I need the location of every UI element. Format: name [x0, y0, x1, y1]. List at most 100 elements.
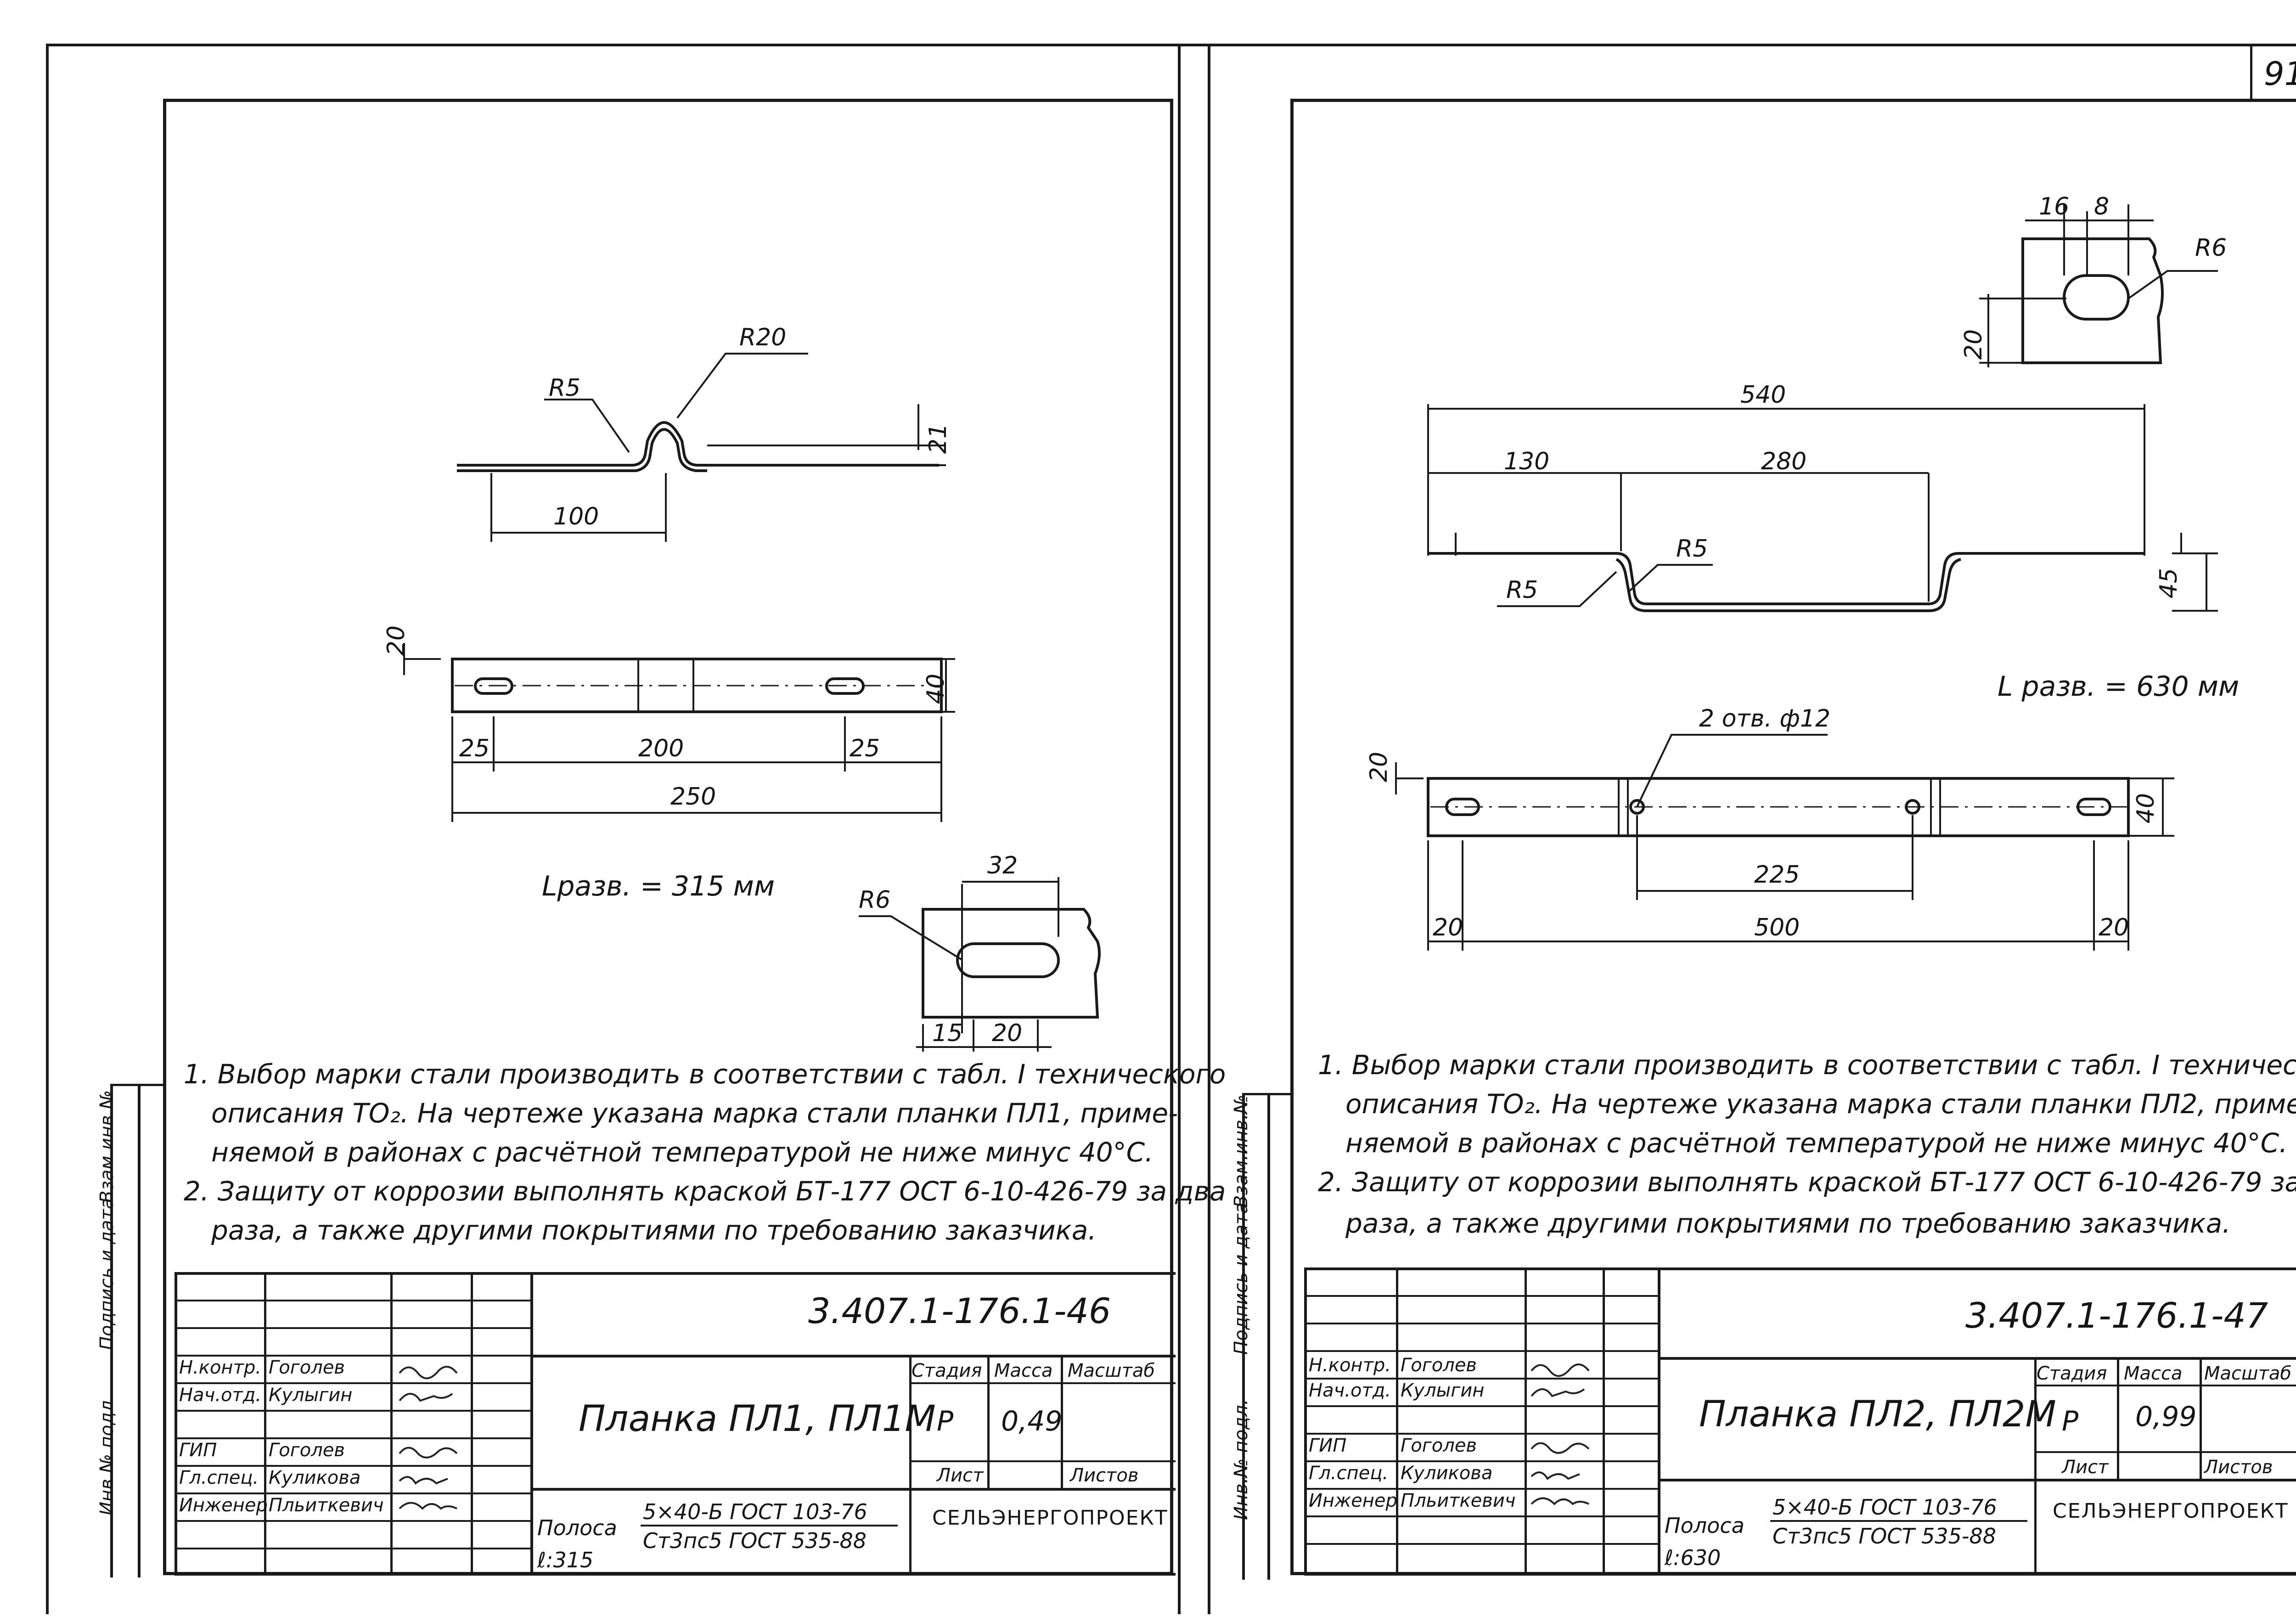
- page-number-box-left: [2250, 46, 2252, 101]
- right-material-len: ℓ:630: [1665, 1545, 1721, 1570]
- left-slot-1: [474, 677, 513, 695]
- left-note-line-3: няемой в районах с расчётной температуро…: [211, 1137, 1154, 1168]
- right-side-stamp-line: [1242, 1093, 1245, 1580]
- right-dim-130: 130: [1504, 448, 1550, 475]
- left-side-stamp-line-2: [138, 1084, 141, 1577]
- left-slot-detail: [922, 908, 1101, 1019]
- right-hole-1: [1629, 799, 1645, 815]
- left-header-sheets: Листов: [1070, 1465, 1139, 1486]
- left-organization: СЕЛЬЭНЕРГОПРОЕКТ: [932, 1506, 1168, 1530]
- left-signer-role-4: Гл.спец.: [179, 1467, 259, 1488]
- left-dim-32: 32: [987, 852, 1018, 879]
- left-material-len: ℓ:315: [537, 1548, 594, 1572]
- right-signer-name-3: Гоголев: [1401, 1435, 1477, 1456]
- right-dim-8: 8: [2094, 193, 2110, 220]
- right-dim-16: 16: [2039, 193, 2070, 220]
- right-dim-20c: 20: [1433, 914, 1463, 941]
- left-slot-2: [825, 677, 865, 695]
- right-side-stamp-line-2: [1267, 1093, 1270, 1580]
- right-signer-role-5: Инженер: [1309, 1490, 1397, 1511]
- right-profile-strip-2: [1615, 558, 1961, 612]
- right-dim-225: 225: [1754, 861, 1800, 889]
- left-note-line-5: раза, а также другими покрытиями по треб…: [211, 1215, 1097, 1246]
- right-hole-2: [1905, 799, 1920, 815]
- right-drawing-title: Планка ПЛ2, ПЛ2М: [1699, 1394, 2056, 1435]
- right-note-line-1: 1. Выбор марки стали производить в соотв…: [1318, 1049, 2296, 1081]
- left-signer-role-5: Инженер: [179, 1495, 268, 1516]
- right-header-stage: Стадия: [2037, 1363, 2107, 1384]
- left-dim-200: 200: [638, 735, 684, 762]
- sheet-top-border: [46, 44, 2296, 46]
- left-note-line-4: 2. Защиту от коррозии выполнять краской …: [184, 1176, 1226, 1207]
- right-dim-20d: 20: [2099, 914, 2129, 941]
- right-note-line-4: 2. Защиту от коррозии выполнять краской …: [1318, 1166, 2296, 1198]
- right-note-line-3: няемой в районах с расчётной температуро…: [1345, 1127, 2288, 1159]
- right-signer-name-1: Гоголев: [1401, 1355, 1477, 1376]
- right-slot-detail: [2021, 237, 2164, 364]
- right-signer-role-2: Нач.отд.: [1309, 1380, 1391, 1401]
- left-material-top: 5×40-Б ГОСТ 103-76: [643, 1499, 867, 1524]
- left-header-stage: Стадия: [912, 1360, 982, 1381]
- right-header-scale: Масштаб: [2204, 1363, 2292, 1384]
- left-dim-r6: R6: [859, 886, 891, 914]
- right-header-mass: Масса: [2124, 1363, 2183, 1384]
- right-material-fraction: [1770, 1520, 2027, 1522]
- right-slot-2: [2077, 798, 2111, 816]
- left-value-mass: 0,49: [1001, 1405, 1063, 1437]
- right-note-line-5: раза, а также другими покрытиями по треб…: [1345, 1208, 2231, 1239]
- left-profile-strip-2: [457, 428, 707, 472]
- left-header-sheet: Лист: [937, 1465, 984, 1486]
- left-side-stamp-top: [110, 1084, 165, 1086]
- left-signer-name-4: Куликова: [269, 1467, 361, 1488]
- page-number: 91: [2264, 55, 2296, 93]
- left-signer-role-3: ГИП: [179, 1440, 217, 1461]
- left-header-mass: Масса: [994, 1360, 1053, 1381]
- right-material-label: Полоса: [1665, 1513, 1745, 1538]
- sheet-center-divider-left: [1178, 44, 1181, 1614]
- left-dim-20b: 20: [992, 1019, 1023, 1047]
- left-dim-250: 250: [670, 783, 716, 811]
- right-dim-280: 280: [1761, 448, 1807, 475]
- left-drawing-title: Планка ПЛ1, ПЛ1М: [579, 1398, 936, 1440]
- right-signer-role-4: Гл.спец.: [1309, 1463, 1389, 1484]
- right-dim-r5a: R5: [1676, 535, 1708, 563]
- right-dim-holes: 2 отв. ф12: [1699, 705, 1831, 732]
- left-signer-name-5: Пльиткевич: [269, 1495, 384, 1516]
- right-signer-name-5: Пльиткевич: [1401, 1490, 1516, 1511]
- left-signer-name-3: Гоголев: [269, 1440, 345, 1461]
- left-signer-name-2: Кулыгин: [269, 1385, 353, 1406]
- left-signer-role-1: Н.контр.: [179, 1357, 261, 1378]
- right-signer-role-1: Н.контр.: [1309, 1355, 1391, 1376]
- left-material-label: Полоса: [537, 1515, 617, 1540]
- right-signer-name-4: Куликова: [1401, 1463, 1493, 1484]
- left-note-line-2: описания ТО₂. На чертеже указана марка с…: [211, 1098, 1178, 1129]
- right-note-line-2: описания ТО₂. На чертеже указана марка с…: [1345, 1088, 2296, 1120]
- right-material-top: 5×40-Б ГОСТ 103-76: [1773, 1495, 1997, 1520]
- right-profile-strip: [1428, 552, 2144, 605]
- left-length-note: Lразв. = 315 мм: [542, 870, 775, 902]
- right-dim-500: 500: [1754, 914, 1800, 941]
- right-organization: СЕЛЬЭНЕРГОПРОЕКТ: [2053, 1499, 2289, 1523]
- left-signer-role-2: Нач.отд.: [179, 1385, 262, 1406]
- right-signer-role-3: ГИП: [1309, 1435, 1347, 1456]
- left-note-line-1: 1. Выбор марки стали производить в соотв…: [184, 1059, 1226, 1090]
- left-dim-25a: 25: [459, 735, 490, 762]
- left-dim-100: 100: [553, 503, 599, 530]
- left-value-stage: Р: [937, 1405, 954, 1437]
- right-dim-540: 540: [1740, 381, 1786, 409]
- left-drawing-code: 3.407.1-176.1-46: [808, 1290, 1111, 1331]
- right-value-mass: 0,99: [2135, 1401, 2197, 1433]
- left-material-bottom: Ст3пс5 ГОСТ 535-88: [643, 1528, 867, 1553]
- sheet-center-divider-right: [1208, 44, 1210, 1614]
- right-length-note: L разв. = 630 мм: [1998, 670, 2240, 703]
- sheet-left-border: [46, 44, 49, 1614]
- right-value-stage: Р: [2062, 1405, 2079, 1437]
- left-profile-strip: [457, 421, 939, 467]
- left-dim-25b: 25: [850, 735, 880, 762]
- left-header-scale: Масштаб: [1068, 1360, 1155, 1381]
